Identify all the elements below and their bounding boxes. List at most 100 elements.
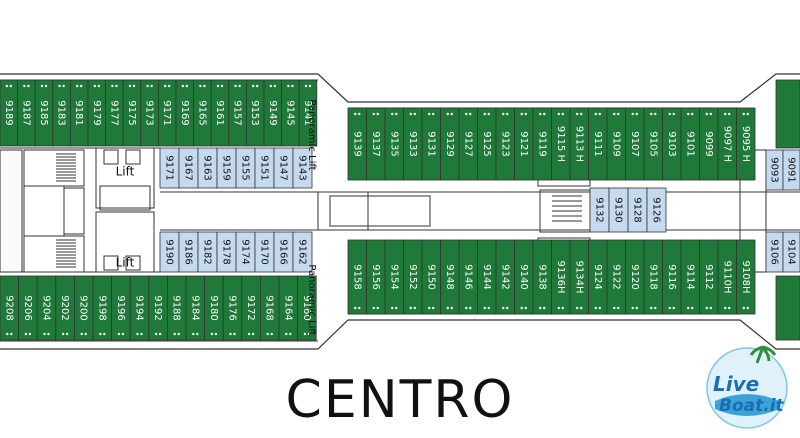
cabin-number: 9116 [666,264,677,289]
berth-dot [44,84,48,88]
berth-dot [705,112,708,116]
cabin-number: 9172 [245,295,256,320]
cabin-9091-aft [775,79,800,149]
cabin-number: 9114 [684,264,695,289]
berth-dot [594,112,597,116]
cabin-number: 9202 [59,295,70,320]
berth-dot [691,306,694,310]
cabin-number: 9196 [115,295,126,320]
berth-dot [58,84,61,88]
cabin-number: 9091 [786,157,797,182]
berth-dot [631,112,634,116]
cabin-number: 9164 [282,295,293,320]
cabin-number: 9106 [769,239,780,264]
cabin-number: 9194 [134,295,145,320]
cabin-number: 9200 [78,295,89,320]
lift-label-lower: Lift [116,256,135,270]
berth-dot [27,84,30,88]
cabin-9141 [298,79,318,147]
berth-dot [303,332,307,336]
cabin-number: 9186 [183,239,194,264]
berth-dot [196,332,199,336]
cabin-number: 9093 [769,157,780,182]
berth-dot [635,112,638,116]
atrium-void [329,195,431,227]
lift-car [103,149,119,165]
cabin-number: 9192 [152,295,163,320]
cabin-number: 9141 [302,100,313,125]
cabin-number: 9122 [610,264,621,289]
cabin-number: 9112 [703,264,714,289]
berth-dot [520,112,523,116]
berth-dot [132,84,136,88]
berth-dot [539,112,542,116]
berth-dot [465,112,468,116]
cabin-number: 9126 [651,197,662,222]
cabin-number: 9173 [144,100,155,125]
berth-dot [432,112,435,116]
cabin-9160 [297,275,317,341]
berth-dot [199,84,202,88]
berth-dot [289,332,292,336]
berth-dot [358,306,361,310]
cabin-number: 9177 [108,100,119,125]
cabin-number: 9135 [388,131,399,156]
berth-dot [580,112,583,116]
berth-dot [354,112,357,116]
cabin-number: 9132 [594,197,605,222]
cabin-number: 9206 [22,295,33,320]
berth-dot [307,332,311,336]
berth-dot [128,84,132,88]
berth-dot [483,112,486,116]
cabin-number: 9125 [481,131,492,156]
berth-dot [103,332,106,336]
berth-dot [413,306,416,310]
berth-dot [395,112,398,116]
cabin-number: 9160 [301,295,312,320]
cabin-number: 9097 H [721,126,732,162]
cabin-number: 9175 [126,100,137,125]
berth-dot [229,332,232,336]
berth-dot [446,112,449,116]
berth-dot [502,306,505,310]
cabin-number: 9123 [499,131,510,156]
cabin-number: 9130 [613,197,624,222]
cabin-9108H [736,239,756,315]
cabin-number: 9147 [278,155,289,180]
berth-dot [465,306,468,310]
berth-dot [168,84,171,88]
berth-dot [372,306,375,310]
berth-dot [446,306,449,310]
berth-dot [668,306,671,310]
berth-dot [203,84,206,88]
cabin-number: 9143 [297,155,308,180]
berth-dot [234,84,237,88]
berth-dot [672,112,675,116]
cabin-number: 9156 [370,264,381,289]
berth-dot [539,306,542,310]
berth-dot [469,112,472,116]
berth-dot [185,84,188,88]
berth-dot [80,84,83,88]
logo-text-boat: Boat.it [719,396,785,416]
berth-dot [728,306,731,310]
cabin-number: 9174 [240,239,251,264]
berth-dot [214,332,218,336]
berth-dot [354,306,357,310]
berth-dot [372,112,375,116]
berth-dot [687,306,690,310]
berth-dot [650,306,653,310]
berth-dot [709,112,712,116]
cabin-number: 9153 [249,100,260,125]
berth-dot [270,332,273,336]
cabin-number: 9178 [221,239,232,264]
panoramic-lift-label-upper: Panoramic Lift [306,99,317,170]
cabin-number: 9105 [647,131,658,156]
berth-dot [557,112,560,116]
berth-dot [238,84,241,88]
berth-dot [576,112,579,116]
berth-dot [177,332,180,336]
berth-dot [598,306,601,310]
berth-dot [654,112,657,116]
